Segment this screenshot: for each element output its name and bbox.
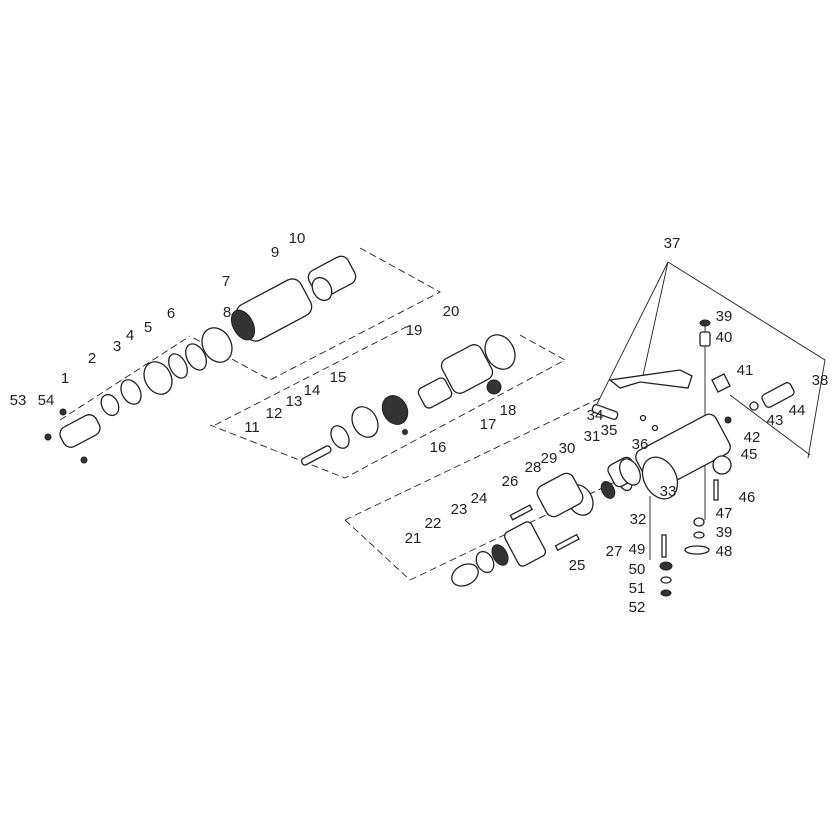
- part-label-11: 11: [244, 419, 260, 436]
- part-label-14: 14: [304, 382, 321, 399]
- part-label-50: 50: [629, 561, 646, 578]
- part-label-6: 6: [167, 305, 175, 322]
- part-label-45: 45: [741, 446, 758, 463]
- part-label-3: 3: [113, 338, 121, 355]
- part-label-15: 15: [330, 369, 347, 386]
- assembly-guides: [59, 247, 826, 581]
- part-label-24: 24: [471, 490, 488, 507]
- part-label-8: 8: [223, 304, 231, 321]
- part-label-42: 42: [744, 429, 761, 446]
- part-label-39: 39: [716, 308, 733, 325]
- part-label-37: 37: [664, 235, 681, 252]
- part-label-9: 9: [271, 244, 279, 261]
- part-label-35: 35: [601, 422, 618, 439]
- part-label-28: 28: [525, 459, 542, 476]
- part-label-54: 54: [38, 392, 55, 409]
- part-label-18: 18: [500, 402, 517, 419]
- part-label-31: 31: [584, 428, 601, 445]
- part-label-16: 16: [430, 439, 447, 456]
- part-label-23: 23: [451, 501, 468, 518]
- part-label-26: 26: [502, 473, 519, 490]
- part-label-10: 10: [289, 230, 306, 247]
- main-housing-parts: [591, 319, 811, 597]
- part-label-46: 46: [739, 489, 756, 506]
- part-label-21: 21: [405, 530, 422, 547]
- part-label-40: 40: [716, 329, 733, 346]
- part-label-29: 29: [541, 450, 558, 467]
- part-label-22: 22: [425, 515, 442, 532]
- part-label-53: 53: [10, 392, 27, 409]
- part-label-12: 12: [266, 405, 283, 422]
- part-label-39: 39: [716, 524, 733, 541]
- motor-gear-parts: [300, 334, 516, 466]
- part-label-27: 27: [606, 543, 623, 560]
- part-label-34: 34: [587, 407, 604, 424]
- part-label-44: 44: [789, 402, 806, 419]
- part-label-13: 13: [286, 393, 303, 410]
- part-label-36: 36: [632, 436, 649, 453]
- part-label-49: 49: [629, 541, 646, 558]
- part-label-25: 25: [569, 557, 586, 574]
- part-label-30: 30: [559, 440, 576, 457]
- part-label-19: 19: [406, 322, 423, 339]
- part-label-32: 32: [630, 511, 647, 528]
- part-label-41: 41: [737, 362, 754, 379]
- part-label-43: 43: [767, 412, 784, 429]
- front-housing-parts: [44, 255, 357, 464]
- part-label-4: 4: [126, 327, 134, 344]
- part-label-7: 7: [222, 273, 230, 290]
- part-label-51: 51: [629, 580, 646, 597]
- part-label-38: 38: [812, 372, 829, 389]
- part-label-17: 17: [480, 416, 497, 433]
- part-label-47: 47: [716, 505, 733, 522]
- part-label-20: 20: [443, 303, 460, 320]
- part-label-33: 33: [660, 483, 677, 500]
- part-label-5: 5: [144, 319, 152, 336]
- part-label-2: 2: [88, 350, 96, 367]
- rotor-cylinder-parts: [451, 456, 639, 587]
- part-label-1: 1: [61, 370, 69, 387]
- part-label-52: 52: [629, 599, 646, 616]
- part-label-48: 48: [716, 543, 733, 560]
